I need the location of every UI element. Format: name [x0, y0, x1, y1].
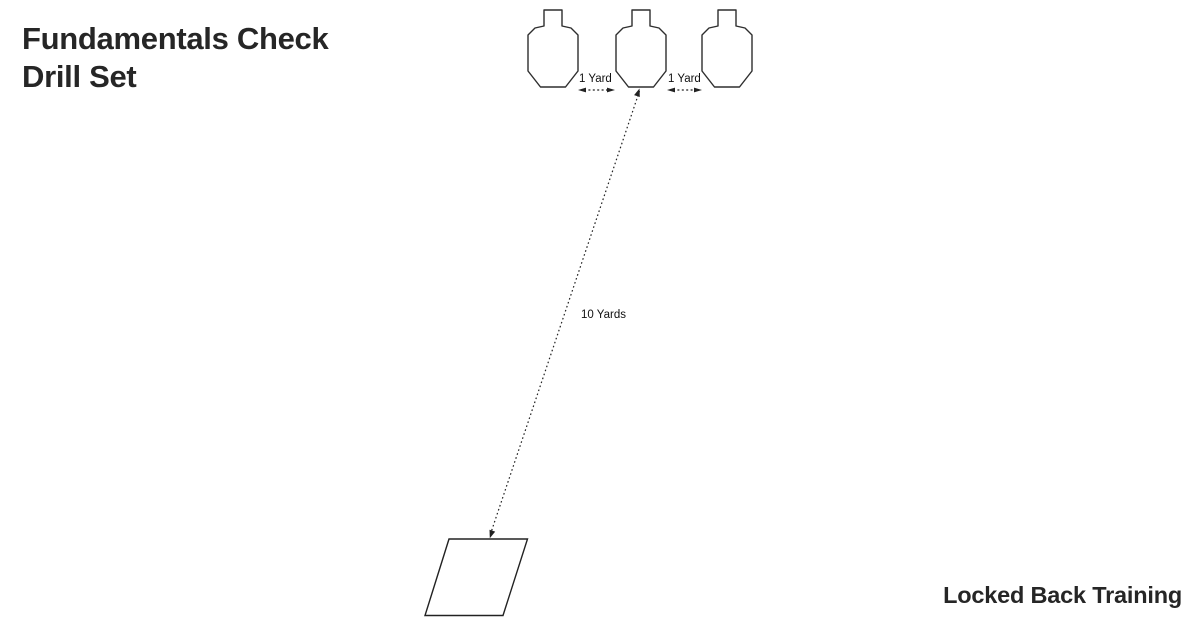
distance-line: [489, 90, 641, 537]
arrowhead-up-icon: [634, 88, 640, 97]
arrowhead-left-icon: [667, 87, 675, 93]
arrowhead-right-icon: [607, 87, 615, 93]
distance-label: 10 Yards: [581, 309, 626, 321]
spacing-arrow-right: 1 Yard: [667, 73, 702, 93]
target-silhouette-icon: [701, 9, 753, 88]
arrowhead-right-icon: [694, 87, 702, 93]
spacing-label-right: 1 Yard: [668, 73, 701, 85]
shooter-box: [424, 538, 529, 617]
page-title-line-1: Fundamentals Check: [22, 21, 329, 56]
page-title-line-2: Drill Set: [22, 59, 137, 94]
target-silhouette-icon: [615, 9, 667, 88]
page-title: Fundamentals Check Drill Set: [22, 20, 329, 96]
spacing-label-left: 1 Yard: [579, 73, 612, 85]
brand-text: Locked Back Training: [943, 582, 1182, 608]
target-silhouette-icon: [527, 9, 579, 88]
ipsc-target-center: [615, 9, 667, 88]
spacing-arrow-left: 1 Yard: [578, 73, 615, 93]
arrowhead-down-icon: [489, 529, 496, 539]
ipsc-target-right: [701, 9, 753, 88]
arrowhead-left-icon: [578, 87, 586, 93]
distance-arrow: 10 Yards: [489, 88, 641, 539]
ipsc-target-left: [527, 9, 579, 88]
